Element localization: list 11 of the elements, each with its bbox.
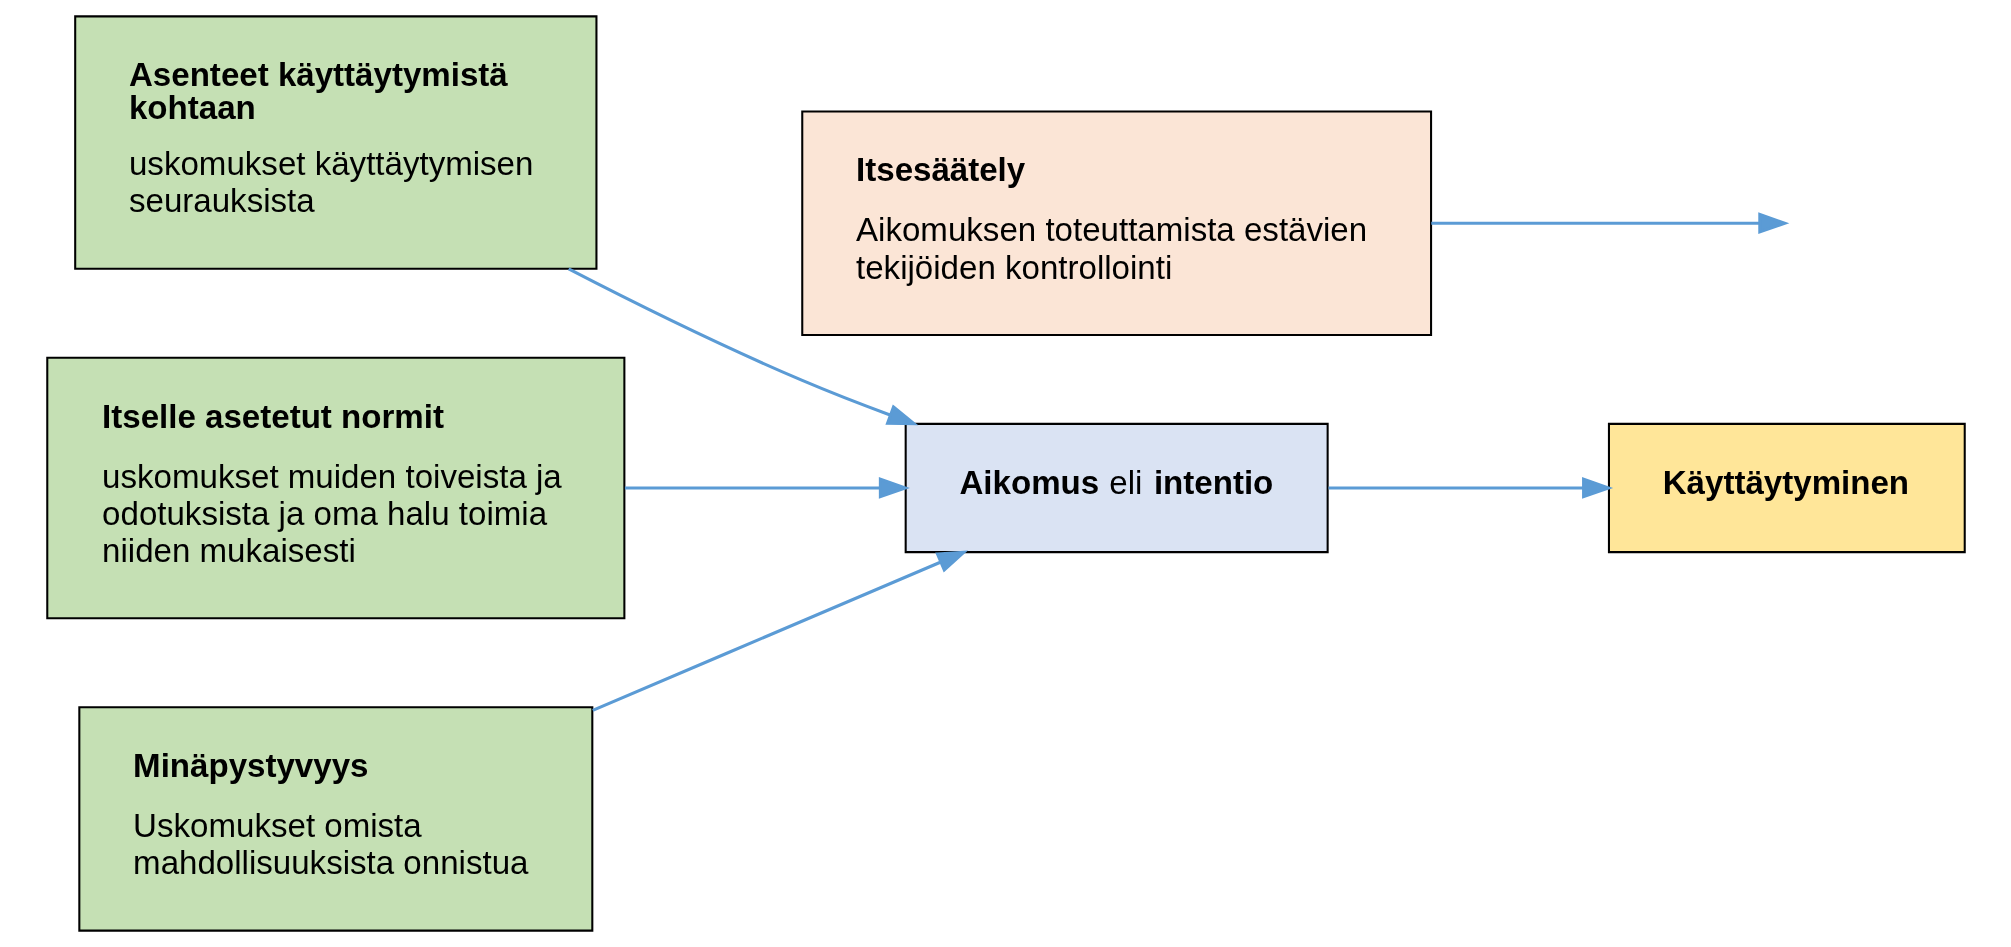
node-box: Asenteet käyttäytymistä kohtaan uskomukset käyttäytymisen seurauksista [73, 15, 597, 270]
arrow [1430, 212, 1789, 235]
node-box: Itsesäätely Aikomuksen toteuttamista estävien tekijöiden kontrollointi [800, 110, 1432, 336]
arrow [591, 550, 968, 712]
node-box: Käyttäytyminen [1607, 422, 1966, 554]
node-box: Itselle asetetut normit uskomukset muiden toiveista ja odotuksista ja oma halu toimia niiden mukaisesti [45, 356, 625, 620]
node-box: Aikomus eli intentio [904, 422, 1329, 554]
arrow [567, 267, 918, 426]
node-box: Minäpystyvyys Uskomukset omista mahdollisuuksista onnistua [77, 706, 593, 932]
arrow [1328, 477, 1613, 499]
arrow [624, 477, 910, 499]
